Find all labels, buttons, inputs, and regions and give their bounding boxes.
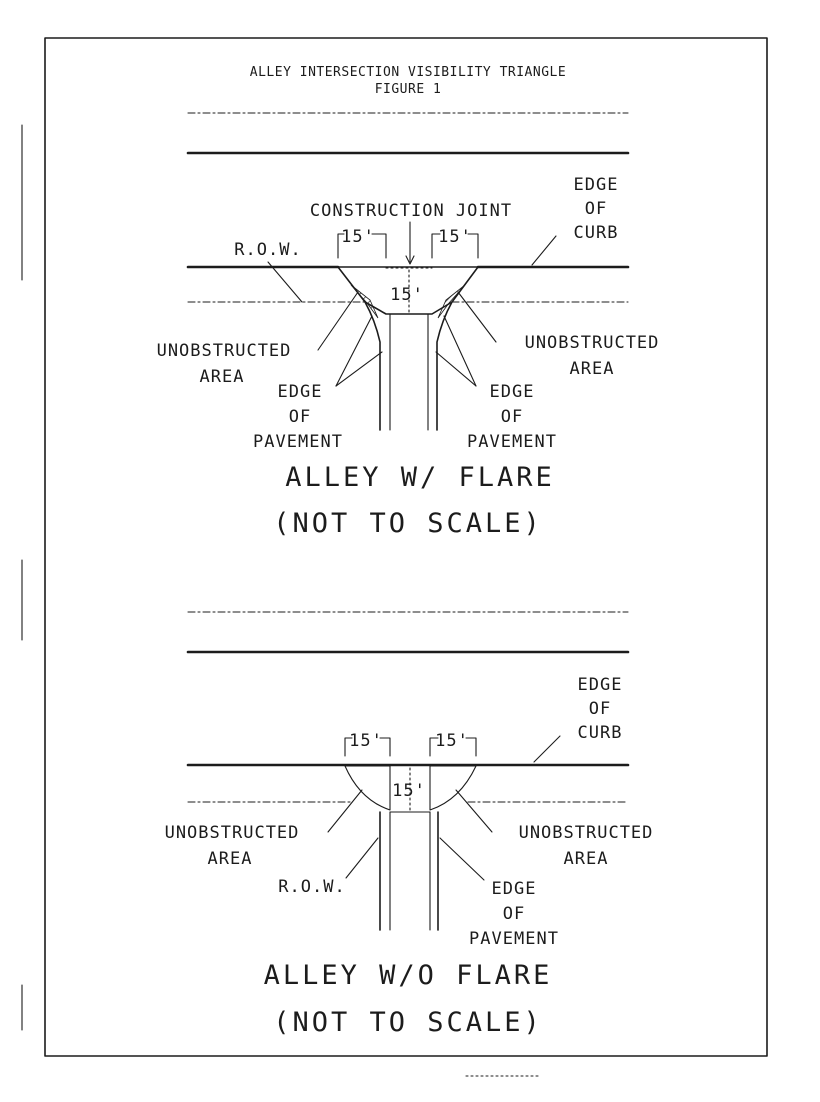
diagram-title: ALLEY INTERSECTION VISIBILITY TRIANGLE (250, 65, 566, 80)
edge-pavement-leader (439, 837, 485, 881)
construction-joint-arrow (405, 255, 415, 265)
row-label: R.O.W. (234, 240, 301, 260)
unobstructed-area-label: AREA (208, 849, 253, 869)
dimension-bracket-left (337, 233, 387, 259)
edge-of-pavement-label: EDGE (278, 382, 323, 402)
edge-of-pavement-label: EDGE (490, 382, 535, 402)
dimension-right: 15' (438, 227, 472, 247)
edge-of-curb-label: OF (585, 199, 607, 219)
dimension-depth: 15' (390, 285, 424, 305)
edge-of-pavement-label: OF (501, 407, 523, 427)
construction-joint-label: CONSTRUCTION JOINT (310, 201, 512, 221)
unobstructed-left-leader (327, 789, 363, 833)
edge-pavement-leader-left (335, 315, 373, 387)
unobstructed-area-label: UNOBSTRUCTED (157, 341, 292, 361)
unobstructed-area-label: AREA (200, 367, 245, 387)
edge-of-pavement-label: PAVEMENT (253, 432, 343, 452)
unobstructed-area-label: UNOBSTRUCTED (165, 823, 300, 843)
flare-diagram: 15' 15' 15' CONSTRUCTION JOINT EDGE OF C… (157, 112, 660, 539)
edge-of-curb-leader (533, 735, 561, 763)
alley-edge-right (436, 301, 453, 431)
edge-pavement-leader-left (335, 351, 383, 387)
scale-note: (NOT TO SCALE) (273, 508, 543, 539)
row-label: R.O.W. (278, 877, 345, 897)
edge-pavement-leader-right (443, 315, 477, 387)
visibility-triangle-left (350, 284, 379, 319)
unobstructed-area-label: AREA (564, 849, 609, 869)
unobstructed-right-leader (455, 789, 493, 833)
visibility-triangle-left (344, 765, 391, 811)
diagram-caption: ALLEY W/O FLARE (264, 960, 553, 991)
page-border (44, 37, 768, 1057)
edge-of-pavement-label: EDGE (492, 879, 537, 899)
dimension-bracket-right (431, 233, 479, 259)
dimension-bracket-right (429, 737, 477, 757)
edge-of-curb-label: CURB (574, 223, 619, 243)
edge-of-pavement-label: OF (289, 407, 311, 427)
edge-of-curb-label: CURB (578, 723, 623, 743)
scale-note: (NOT TO SCALE) (273, 1007, 543, 1038)
no-flare-diagram: 15' 15' 15' EDGE OF CURB UNOBSTRUCTED AR… (165, 611, 654, 1038)
edge-of-pavement-label: PAVEMENT (467, 432, 557, 452)
figure-label: FIGURE 1 (375, 82, 442, 97)
unobstructed-area-label: UNOBSTRUCTED (519, 823, 654, 843)
unobstructed-left-leader (317, 291, 359, 351)
row-leader (267, 261, 303, 303)
edge-of-curb-label: EDGE (574, 175, 619, 195)
edge-of-curb-label: OF (589, 699, 611, 719)
dimension-depth: 15' (392, 781, 426, 801)
diagram-caption: ALLEY W/ FLARE (285, 462, 555, 493)
dimension-left: 15' (349, 731, 383, 751)
alley-edge-left (364, 301, 381, 431)
row-leader (345, 837, 379, 879)
edge-of-pavement-label: PAVEMENT (469, 929, 559, 949)
edge-pavement-leader-right (435, 351, 477, 387)
dimension-right: 15' (435, 731, 469, 751)
unobstructed-area-label: UNOBSTRUCTED (525, 333, 660, 353)
visibility-triangle-right (437, 284, 466, 319)
dimension-left: 15' (341, 227, 375, 247)
visibility-triangle-right (429, 765, 477, 811)
dimension-bracket-left (344, 737, 391, 757)
unobstructed-area-label: AREA (570, 359, 615, 379)
edge-of-curb-leader (531, 235, 557, 266)
edge-of-pavement-label: OF (503, 904, 525, 924)
unobstructed-right-leader (457, 291, 497, 343)
edge-of-curb-label: EDGE (578, 675, 623, 695)
